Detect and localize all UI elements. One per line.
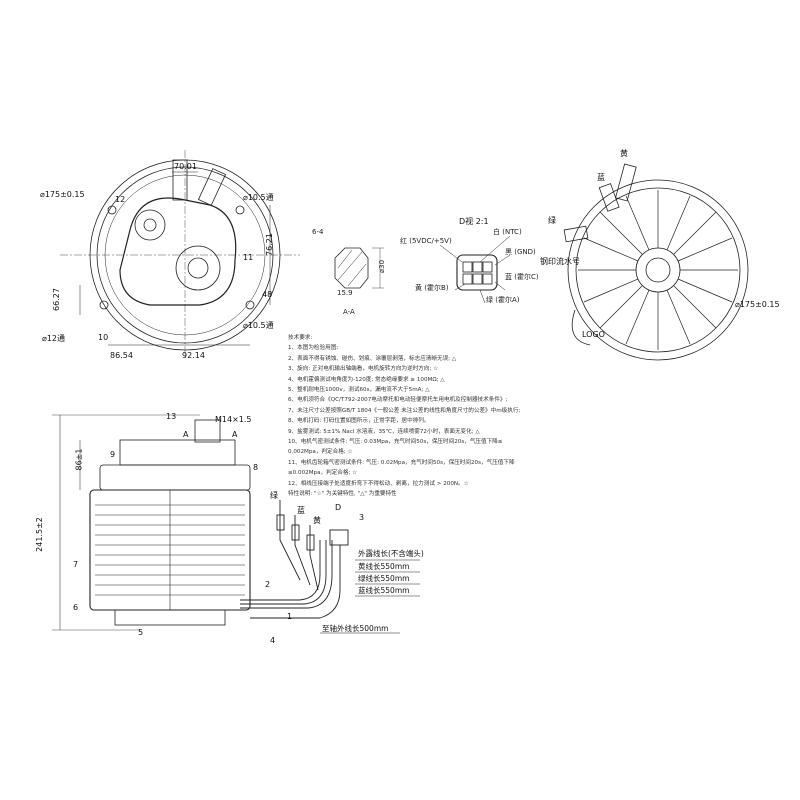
callout-4: 4: [270, 636, 276, 645]
front-view-motor: [60, 150, 300, 360]
rear-view-motor: [563, 163, 749, 361]
requirement-item: 4、电机霍偏测试电角度为-120度; 常态绝缘要求 ≥ 100MΩ; △: [288, 376, 445, 383]
rear-label-logo: LOGO: [582, 330, 605, 339]
dim-hole-12: ⌀12通: [42, 334, 65, 343]
dim-48: 48: [262, 290, 273, 299]
rear-label-yellow: 黄: [620, 149, 628, 158]
callout-5: 5: [138, 628, 144, 637]
callout-12: 12: [115, 195, 126, 204]
section-mark-a-right: A: [232, 430, 238, 439]
wire-length-blue: 蓝线长550mm: [358, 586, 410, 595]
wire-length-header: 外露线长(不含端头): [358, 549, 424, 558]
requirement-item: 1、本图为检验用图;: [288, 345, 339, 352]
requirement-item: 10、电机气密测试条件: 气压: 0.03Mpa，充气时间50s，保压时间20s…: [288, 439, 503, 446]
callout-7: 7: [73, 560, 79, 569]
wire-label-yellow: 黄: [313, 516, 321, 525]
wire-label-blue: 蓝: [297, 506, 305, 515]
wire-harness: [240, 500, 420, 634]
dim-hole-bottom: ⌀10.5通: [243, 321, 274, 330]
pin-black: 黑 (GND): [505, 248, 536, 256]
connector-title: D视 2:1: [459, 217, 489, 226]
pin-white: 白 (NTC): [493, 228, 522, 236]
rear-dim-175: ⌀175±0.15: [735, 300, 780, 309]
connector-d-view: [439, 235, 511, 304]
pin-red: 红 (5VDC/+5V): [400, 237, 452, 245]
callout-2: 2: [265, 580, 271, 589]
callout-8: 8: [253, 463, 259, 472]
rear-label-green: 绿: [548, 216, 556, 225]
dim-m14: M14×1.5: [215, 415, 252, 424]
requirements-title: 技术要求:: [288, 335, 313, 341]
dim-diameter-175: ⌀175±0.15: [40, 190, 85, 199]
technical-requirements: 技术要求: 1、本图为检验用图; 2、表面不得有锈蚀、碰伤、划痕、涂覆层剥落，标…: [288, 333, 528, 500]
dim-92: 92.14: [182, 351, 205, 360]
wire-label-d: D: [335, 503, 342, 512]
callout-10: 10: [98, 333, 109, 342]
requirement-item: ≤0.002Mpa，判定合格; ☆: [288, 470, 358, 477]
requirement-item: 6、电机须符合《QC/T792-2007电动摩托和电动轻便摩托车用电机及控制器技…: [288, 397, 508, 404]
requirement-item: 2、表面不得有锈蚀、碰伤、划痕、涂覆层剥落，标志应清晰无误; △: [288, 355, 457, 362]
dim-241: 241.5±2: [34, 517, 44, 552]
requirement-item: 11、电机齿轮箱气密测试条件: 气压: 0.02Mpa，充气时间50s，保压时间…: [288, 459, 515, 466]
callout-1: 1: [287, 612, 293, 621]
dim-66: 66.27: [51, 288, 61, 311]
wire-label-green: 绿: [270, 491, 278, 500]
dim-76: 76.21: [264, 233, 274, 256]
callout-6: 6: [73, 603, 79, 612]
pin-green: 绿 (霍尔A): [486, 296, 520, 304]
requirement-item: 0.002Mpa，判定合格; ☆: [288, 449, 353, 456]
wire-length-yellow: 黄线长550mm: [358, 562, 410, 571]
requirement-item: 7、未注尺寸公差按照GB/T 1804《一般公差 未注公差的线性和角度尺寸的公差…: [288, 407, 521, 414]
section-dim-dia: ⌀30: [378, 259, 387, 274]
side-view-motor: [52, 414, 251, 631]
section-dim-width: 6-4: [312, 228, 324, 236]
dim-86: 86±1: [74, 448, 84, 471]
pin-yellow: 黄 (霍尔B): [415, 284, 449, 292]
callout-3: 3: [359, 513, 365, 522]
requirement-item: 特性说明: "☆" 为关键特性, "△" 为重要特性: [288, 491, 397, 498]
callout-11: 11: [243, 253, 254, 262]
callout-9: 9: [110, 450, 116, 459]
rear-label-serial: 钢印流水号: [540, 257, 580, 266]
section-dim-len: 15.9: [337, 289, 353, 297]
wire-length-shaft: 至轴外线长500mm: [322, 624, 389, 633]
section-label: A-A: [343, 308, 355, 316]
dim-hole-top: ⌀10.5通: [243, 193, 274, 202]
rear-label-blue: 蓝: [597, 173, 605, 182]
wire-length-green: 绿线长550mm: [358, 574, 410, 583]
dim-70: 70.01: [174, 162, 197, 171]
pin-blue: 蓝 (霍尔C): [505, 273, 539, 281]
requirement-item: 5、整机耐电压1000v，测试60s，漏电流不大于5mA; △: [288, 387, 430, 394]
dim-86: 86.54: [110, 351, 133, 360]
section-mark-a-left: A: [183, 430, 189, 439]
callout-13: 13: [166, 412, 177, 421]
requirement-item: 12、相线压接端子处适度折弯下不得松动、剥离，拉力测试 > 200N。☆: [288, 480, 469, 487]
section-aa: [334, 247, 384, 289]
requirement-item: 8、电机打码: 打码位置如图所示，正常字距，居中排列。: [288, 418, 430, 425]
requirement-item: 3、旋向: 正对电机输出轴端看，电机旋转方向为逆时方向; ☆: [288, 366, 439, 373]
requirement-item: 9、盐雾测试: 5±1% Nacl 水溶液，35℃，连续喷雾72小时，表面无变化…: [288, 428, 480, 435]
